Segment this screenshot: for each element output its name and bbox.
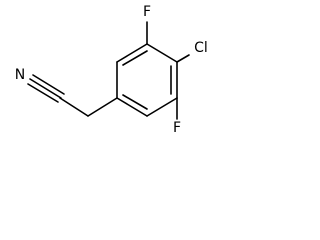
bond-triple-line-3 bbox=[32, 74, 65, 95]
bond-ring-c5-c6 bbox=[116, 97, 148, 117]
atom-label-chlorine: Cl bbox=[194, 40, 208, 56]
substituent-bonds bbox=[59, 21, 190, 120]
atom-label-fluorine-bottom: F bbox=[173, 120, 181, 136]
nitrile-triple-bond bbox=[27, 74, 65, 103]
atom-label-nitrogen: N bbox=[15, 67, 25, 83]
chemical-structure: F Cl F N bbox=[15, 4, 208, 136]
benzene-ring bbox=[116, 43, 178, 117]
bond-triple-line-2 bbox=[27, 83, 59, 103]
bond-ring-c1-c2 bbox=[116, 43, 148, 63]
bond-ring-c2-c3 bbox=[146, 43, 178, 63]
bond-ring-inner-c5-c6 bbox=[122, 94, 148, 110]
bond-ring-inner-c1-c2 bbox=[122, 50, 148, 66]
atom-label-fluorine-top: F bbox=[143, 4, 151, 20]
bond-c6-ch2 bbox=[87, 97, 118, 117]
bond-ring-c4-c5 bbox=[146, 97, 178, 117]
bond-c3-chlorine bbox=[176, 54, 190, 63]
bond-triple-line-1 bbox=[29, 78, 62, 99]
bond-ch2-nitrile-carbon bbox=[59, 97, 89, 117]
